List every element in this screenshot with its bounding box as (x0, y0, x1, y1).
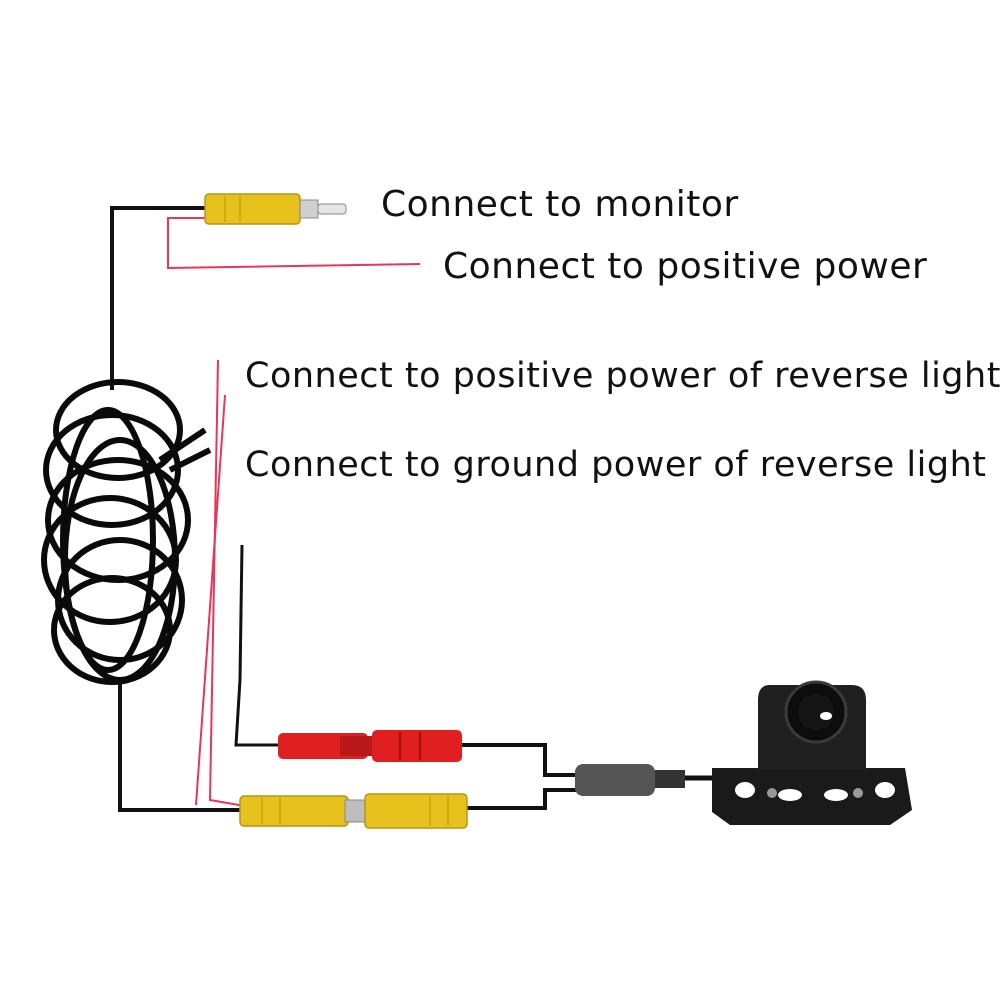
positive-power-wire (167, 217, 421, 270)
label-connect-positive-power: Connect to positive power (443, 246, 928, 287)
cable-junction (575, 764, 718, 796)
rca-coupler-icon (239, 793, 468, 829)
dc-power-connector-icon (278, 730, 462, 762)
main-cable (110, 206, 240, 812)
coiled-cable-icon (41, 379, 212, 685)
rca-plug-icon (204, 193, 347, 225)
reverse-light-wires (195, 359, 246, 807)
label-reverse-light-ground: Connect to ground power of reverse light (245, 445, 987, 485)
camera-icon (712, 680, 912, 825)
label-connect-monitor: Connect to monitor (381, 184, 739, 225)
label-reverse-light-positive: Connect to positive power of reverse lig… (245, 356, 1000, 396)
ground-wire (234, 544, 280, 747)
camera-cable (462, 743, 580, 810)
